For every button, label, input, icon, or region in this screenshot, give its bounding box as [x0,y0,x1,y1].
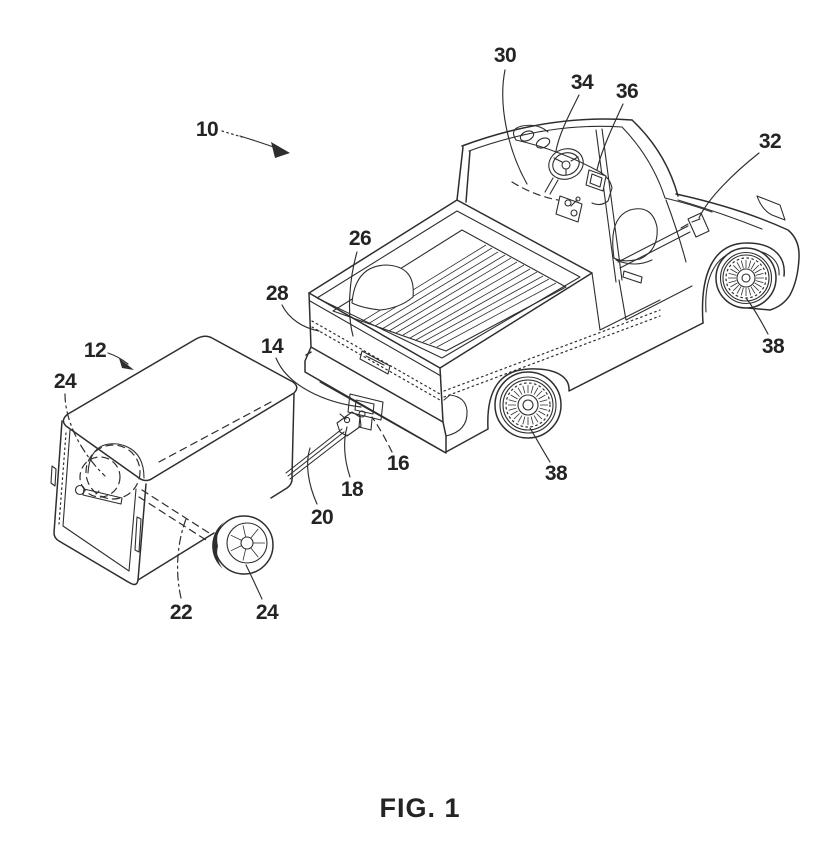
trailer-door-face [53,420,147,586]
trailer-door-slot [50,465,142,553]
hood-crease [677,199,763,230]
door-handle [622,270,643,284]
cab-interior [511,124,658,265]
leader-lines [64,69,769,600]
leader-38a [745,297,769,335]
truck-body-side [443,242,785,453]
truck-bed-rail-inner [316,210,581,359]
steering-wheel [548,148,584,180]
truck-rear-bumper [304,346,468,454]
ref-numeral-24a: 24 [54,370,77,393]
trailer-wheel [212,515,274,575]
leader-34 [555,94,580,152]
door-seams [618,199,693,321]
ref-numeral-18: 18 [341,478,364,501]
ref-numeral-20: 20 [311,506,333,529]
leader-38b [529,427,551,463]
cab-rear-pillar [456,146,471,203]
ref-numeral-10: 10 [196,118,218,141]
trailer-door-outline [62,429,137,572]
ref-numeral-24b: 24 [256,601,279,624]
ref-numeral-32: 32 [759,130,781,153]
trailer-roof-surface-line [158,401,272,463]
truck-bed-ribs [360,244,557,348]
trailer-hidden-wheel [79,443,145,500]
ref-numeral-28: 28 [266,282,289,305]
ref-numeral-14: 14 [261,335,284,358]
leader-24b [245,564,263,600]
leader-36 [596,103,624,171]
leader-18 [344,426,351,478]
cab-a-pillar [631,119,679,197]
truck-bed-floor [332,229,567,352]
seat [612,208,658,265]
trailer-tongue [285,411,362,480]
leader-26 [348,251,358,337]
truck-bed-wheel-hump [351,264,414,311]
arrow-12 [107,352,134,370]
cab-roof [461,118,633,147]
door-beltline [617,225,691,269]
leader-16 [371,416,393,453]
truck-cab [456,118,713,321]
ref-numeral-36: 36 [616,80,638,103]
cab-cowl [664,197,713,213]
trailer-side-face [137,393,295,581]
leader-30 [502,69,528,185]
dash-hidden-edge [511,181,559,201]
truck-tailgate [308,292,444,423]
instrument-cluster [513,124,549,141]
leader-32 [698,152,760,219]
figure-caption: FIG. 1 [379,793,460,823]
ref-numeral-38b: 38 [545,462,568,485]
trailer-door-hinge-strip [58,432,67,525]
dashboard [515,139,613,206]
steering-column [544,177,559,195]
truck-rear-wheel [494,371,562,439]
ref-numeral-26: 26 [349,227,371,250]
trailer-door-latch [74,484,123,505]
cab-b-pillar [595,128,623,283]
side-mirror [680,212,710,238]
headlight [756,195,786,221]
arrow-10 [221,130,290,158]
ref-numeral-12: 12 [84,339,106,362]
truck-bed-rail-outer [308,199,593,369]
leader-14 [275,357,362,408]
truck-front-wheel [715,247,777,309]
trailer-drawing [50,335,362,586]
ref-numeral-22: 22 [170,601,192,624]
leader-24a [64,393,106,477]
leader-28 [281,304,320,332]
ref-numeral-34: 34 [571,71,594,94]
tailgate-handle [359,350,391,375]
ref-numeral-38a: 38 [762,335,785,358]
truck-drawing [304,118,800,454]
center-console [555,195,583,223]
leader-22 [176,518,187,599]
fender-hood-line [675,193,800,311]
reference-labels: 10 30 34 36 32 26 28 14 12 24 38 16 18 20 38 22 24 [54,44,786,624]
leader-20 [307,447,318,505]
ref-numeral-16: 16 [387,452,409,475]
trailer-roof [62,335,298,482]
ref-numeral-30: 30 [494,44,516,67]
trailer-axle-hidden [138,489,210,541]
truck-front-end [675,193,800,311]
dash-display [585,169,607,192]
